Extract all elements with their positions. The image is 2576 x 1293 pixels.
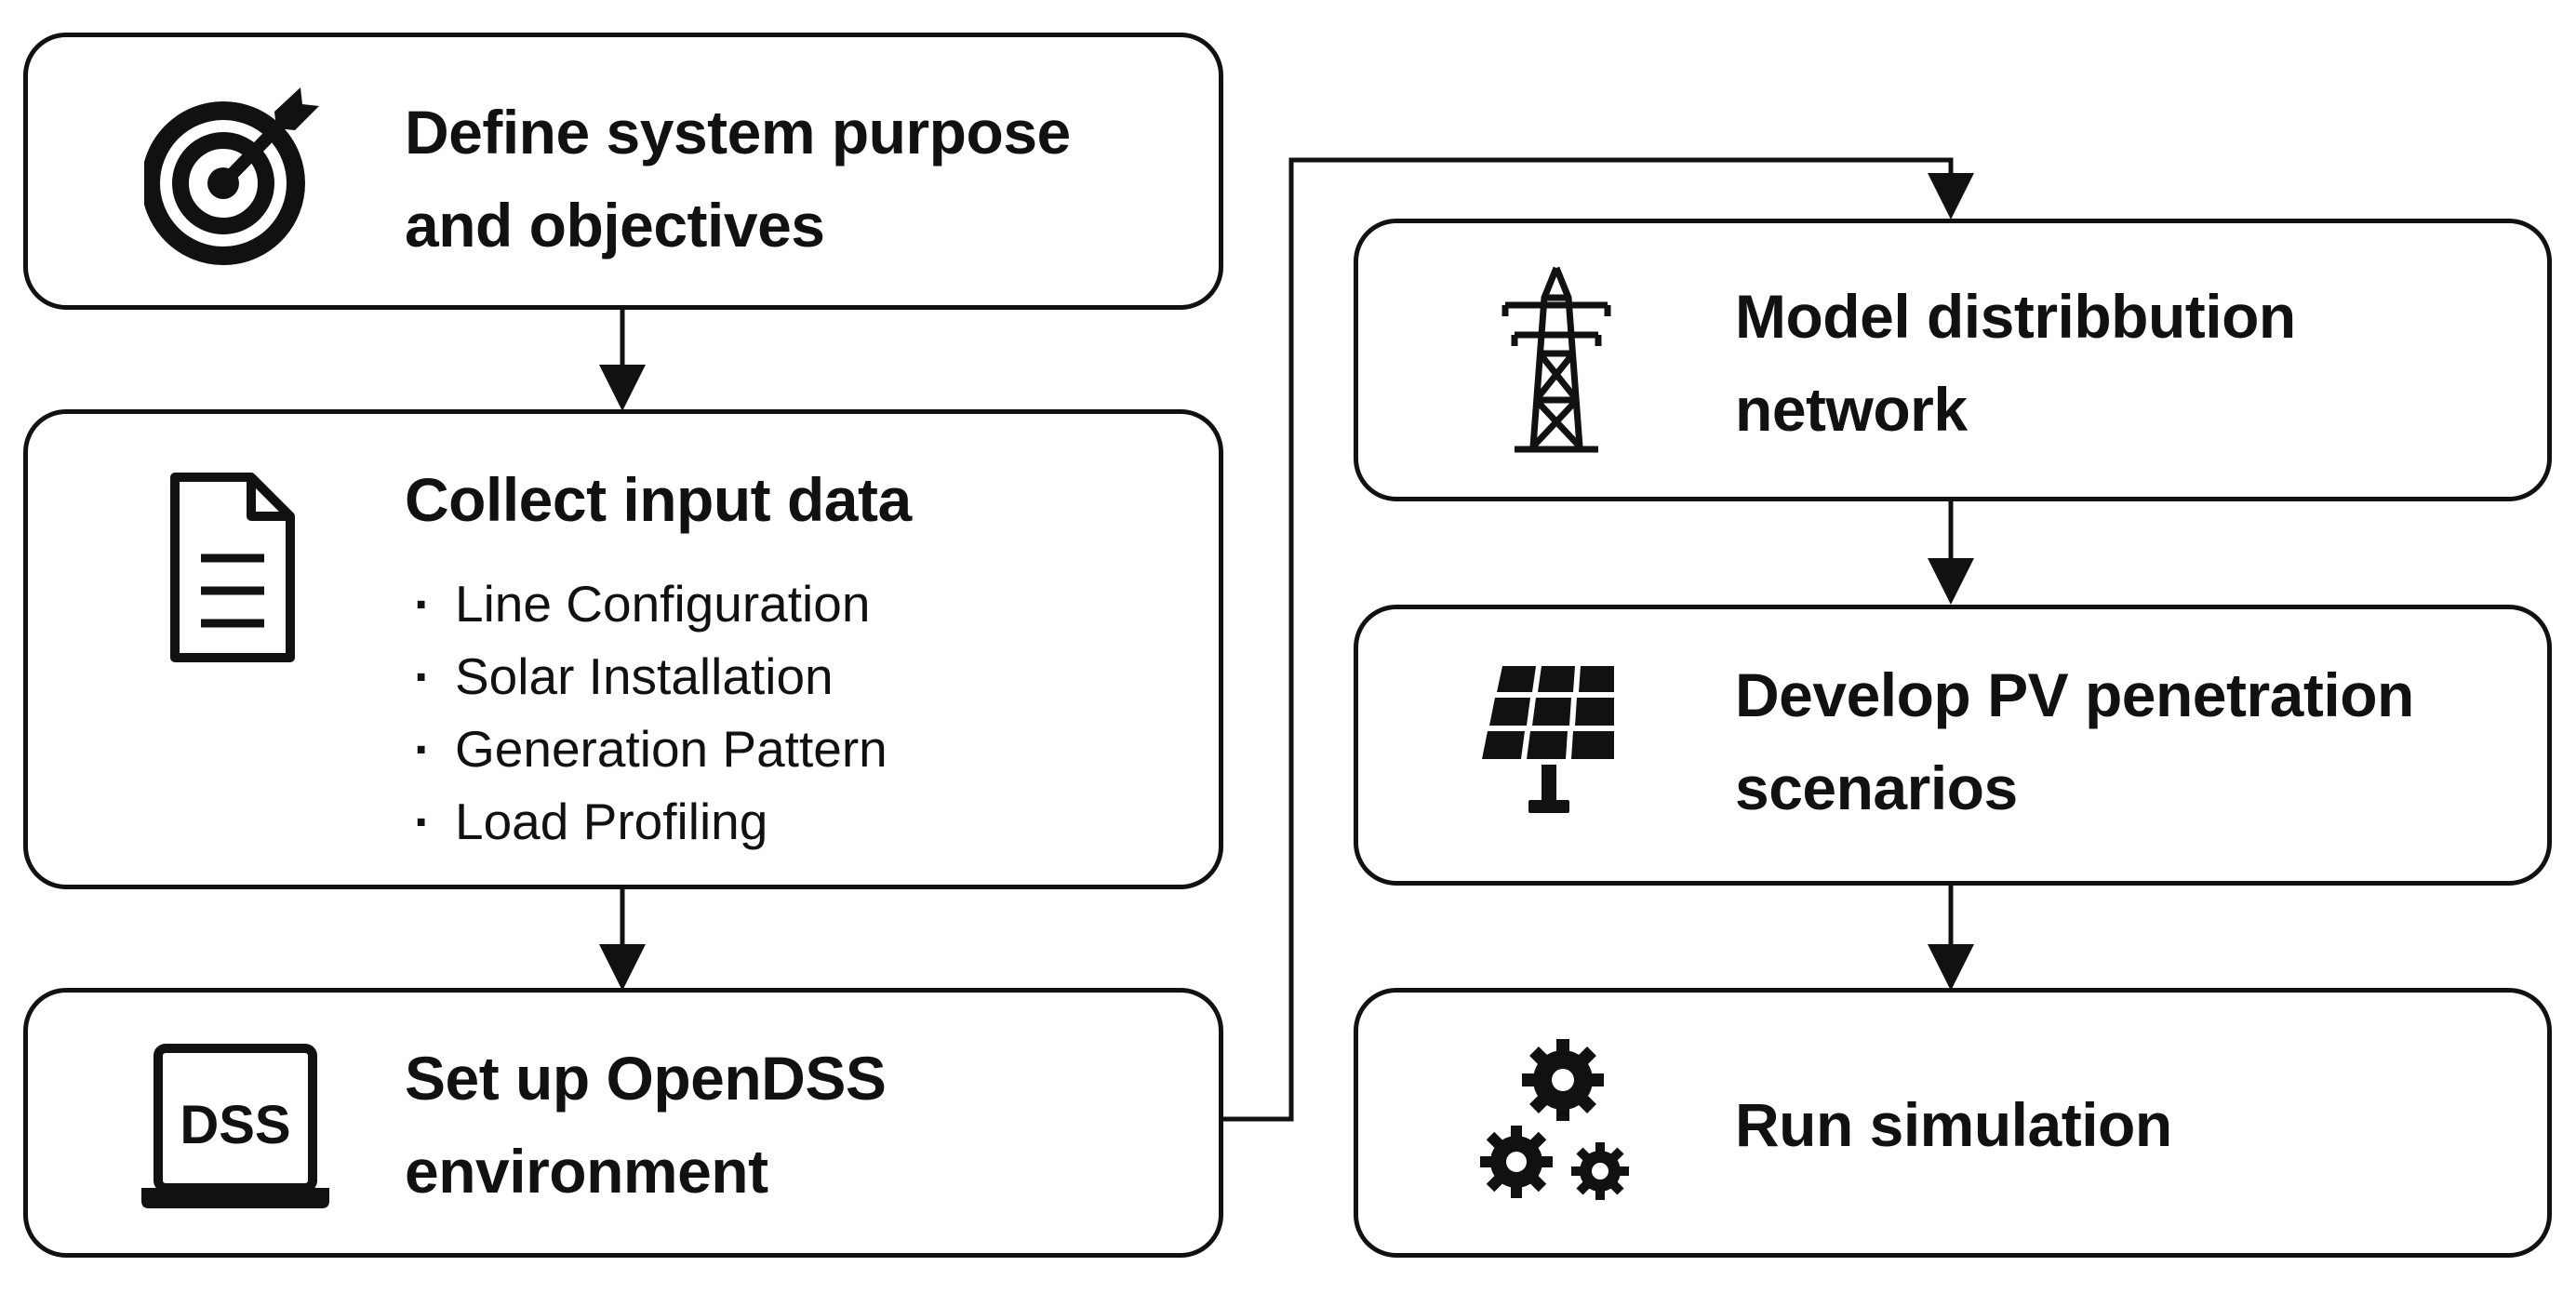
step-develop-title-line2: scenarios xyxy=(1735,753,2018,822)
step-setup-title: Set up OpenDSS environment xyxy=(405,1032,887,1218)
step-run-title: Run simulation xyxy=(1735,1090,2172,1159)
step-define-title: Define system purpose and objectives xyxy=(405,86,1071,272)
step-define-title-line2: and objectives xyxy=(405,191,825,260)
solar-panel-icon xyxy=(1482,666,1614,813)
step-model-title-line2: network xyxy=(1735,375,1968,444)
step-define-title-line1: Define system purpose xyxy=(405,98,1071,167)
list-item: Generation Pattern xyxy=(414,713,888,785)
step-collect-box: Collect input data Line Configuration So… xyxy=(23,409,1223,889)
list-item: Load Profiling xyxy=(414,785,888,858)
document-icon xyxy=(170,473,295,662)
step-develop-box: Develop PV penetration scenarios xyxy=(1354,605,2552,886)
transmission-tower-icon xyxy=(1502,266,1611,453)
laptop-icon-label: DSS xyxy=(180,1095,290,1155)
step-setup-box: DSS Set up OpenDSS environment xyxy=(23,988,1223,1258)
step-model-title-line1: Model distribbution xyxy=(1735,282,2296,351)
target-icon xyxy=(144,87,319,265)
step-define-box: Define system purpose and objectives xyxy=(23,33,1223,310)
step-develop-title: Develop PV penetration scenarios xyxy=(1735,648,2414,834)
gears-icon xyxy=(1480,1039,1629,1200)
step-run-box: Run simulation xyxy=(1354,988,2552,1258)
input-data-list: Line Configuration Solar Installation Ge… xyxy=(414,567,888,858)
arrow-setup-to-model xyxy=(1221,157,1974,1122)
step-model-box: Model distribbution network xyxy=(1354,219,2552,501)
step-develop-title-line1: Develop PV penetration xyxy=(1735,660,2414,729)
list-item: Solar Installation xyxy=(414,640,888,713)
list-item: Line Configuration xyxy=(414,567,888,640)
step-setup-title-line1: Set up OpenDSS xyxy=(405,1044,887,1113)
step-model-title: Model distribbution network xyxy=(1735,270,2296,456)
laptop-icon: DSS xyxy=(141,1044,329,1208)
step-setup-title-line2: environment xyxy=(405,1137,768,1206)
step-collect-title: Collect input data xyxy=(405,465,912,534)
